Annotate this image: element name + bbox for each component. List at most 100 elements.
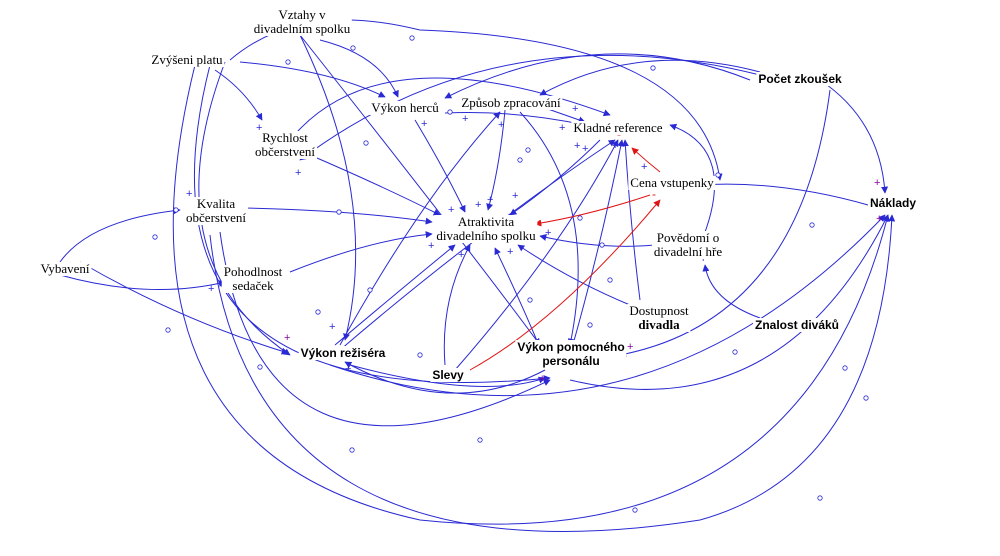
node-vybaveni[interactable]: Vybavení bbox=[38, 262, 92, 276]
plus-sign: + bbox=[512, 190, 518, 202]
link-midpoint-dot bbox=[525, 147, 531, 153]
plus-sign-emph: + bbox=[539, 373, 545, 385]
link-pocet-personal bbox=[619, 89, 831, 358]
link-vybaveni-pohodlnost bbox=[59, 274, 226, 290]
link-midpoint-dot bbox=[363, 140, 369, 146]
link-midpoint-dot bbox=[817, 495, 823, 501]
node-label: občerstvení bbox=[255, 144, 315, 159]
node-label: Znalost diváků bbox=[754, 318, 840, 332]
minus-sign: - bbox=[652, 187, 656, 201]
link-povedomi-kladne bbox=[669, 123, 715, 246]
plus-sign: + bbox=[208, 283, 214, 295]
node-label: divadelní hře bbox=[653, 244, 723, 259]
link-zvyseni-rychlost bbox=[214, 69, 263, 121]
link-vztahy-rezisera bbox=[299, 34, 357, 341]
link-vztahy-hercu bbox=[319, 39, 399, 98]
link-pocet-hercu bbox=[444, 53, 751, 99]
node-pohodlnost-sedacek[interactable]: Pohodlnost sedaček bbox=[221, 265, 285, 293]
node-label: Způsob zpracování bbox=[461, 95, 561, 110]
node-label: Kladné reference bbox=[573, 120, 663, 135]
node-povedomi[interactable]: Povědomí o divadelní hře bbox=[651, 230, 725, 259]
link-midpoint-dot bbox=[257, 364, 263, 370]
link-kvalita-atraktivita bbox=[244, 207, 433, 225]
link-personal-naklady bbox=[569, 214, 889, 390]
node-slevy[interactable]: Slevy bbox=[430, 368, 466, 382]
link-rychlost-kladne bbox=[289, 77, 611, 141]
link-kvalita-naklady bbox=[209, 214, 896, 532]
link-zvyseni-naklady bbox=[172, 64, 890, 525]
link-midpoint-dot bbox=[632, 507, 638, 513]
plus-sign: + bbox=[421, 118, 427, 130]
link-zpusob-atraktivita bbox=[486, 109, 506, 211]
link-rezisera-naklady bbox=[329, 214, 886, 397]
node-label: Atraktivita bbox=[457, 214, 515, 229]
link-rezisera-personal bbox=[349, 364, 546, 387]
node-label: Zvýšeni platu bbox=[151, 52, 223, 67]
link-midpoint-dot bbox=[165, 327, 171, 333]
link-midpoint-dot bbox=[173, 207, 179, 213]
node-cena-vstupenky[interactable]: Cena vstupenky bbox=[628, 176, 716, 190]
node-vykon-hercu[interactable]: Výkon herců bbox=[369, 101, 441, 115]
link-kvalita-personal bbox=[219, 231, 551, 427]
link-vybaveni-kvalita bbox=[59, 207, 181, 263]
plus-sign: + bbox=[345, 363, 351, 375]
node-pocet-zkousek[interactable]: Počet zkoušek bbox=[756, 72, 844, 86]
node-kvalita-obcerstveni[interactable]: Kvalita občerstvení bbox=[184, 197, 248, 225]
link-vykon-hercu-atraktivita bbox=[414, 119, 466, 213]
node-atraktivita[interactable]: Atraktivita divadelního spolku bbox=[434, 214, 538, 243]
link-naklady-cena bbox=[699, 181, 869, 206]
node-zpusob-zpracovani[interactable]: Způsob zpracování bbox=[459, 95, 563, 110]
link-rezisera-atraktivita bbox=[334, 244, 456, 346]
link-vybaveni-rezisera bbox=[79, 261, 289, 355]
node-vykon-personalu[interactable]: Výkon pomocného personálu bbox=[515, 340, 627, 368]
link-midpoint-dot bbox=[599, 242, 605, 248]
link-personal-atraktivita bbox=[494, 247, 541, 349]
node-znalost-divaku[interactable]: Znalost diváků bbox=[752, 318, 842, 332]
node-label: občerstvení bbox=[186, 210, 246, 225]
link-slevy-cena bbox=[469, 199, 661, 371]
link-midpoint-dot bbox=[527, 297, 533, 303]
plus-sign: + bbox=[428, 240, 434, 252]
link-slevy-kladne bbox=[454, 139, 619, 371]
node-label: Kvalita bbox=[196, 196, 236, 211]
plus-sign: + bbox=[458, 249, 464, 261]
link-midpoint-dot bbox=[285, 59, 291, 65]
link-midpoint-dot bbox=[650, 65, 656, 71]
link-zpusob-personal bbox=[519, 111, 579, 346]
node-rychlost-obcerstveni[interactable]: Rychlost občerstvení bbox=[253, 131, 317, 159]
node-kladne-reference[interactable]: Kladné reference bbox=[571, 120, 665, 135]
plus-sign: + bbox=[487, 194, 493, 206]
link-dostupnost-atraktivita bbox=[517, 244, 631, 306]
link-midpoint-dot bbox=[409, 35, 415, 41]
link-pocet-naklady bbox=[819, 79, 889, 194]
link-midpoint-dot bbox=[447, 109, 453, 115]
plus-sign: + bbox=[329, 321, 335, 333]
node-label: Výkon herců bbox=[371, 100, 439, 115]
plus-sign: + bbox=[612, 140, 618, 152]
link-midpoint-dot bbox=[477, 437, 483, 443]
node-label: divadelním spolku bbox=[253, 21, 351, 36]
node-label: personálu bbox=[542, 354, 600, 368]
plus-sign: + bbox=[186, 188, 192, 200]
link-cena-kladne bbox=[631, 147, 661, 173]
link-midpoint-dot bbox=[715, 172, 721, 178]
link-midpoint-dot bbox=[607, 277, 613, 283]
link-midpoint-dot bbox=[336, 209, 342, 215]
node-label: Povědomí o bbox=[656, 230, 720, 245]
node-dostupnost-divadla[interactable]: Dostupnost divadla bbox=[627, 304, 691, 332]
link-pocet-rychlost bbox=[299, 54, 761, 161]
node-vztahy[interactable]: Vztahy v divadelním spolku bbox=[251, 8, 353, 36]
node-naklady[interactable]: Náklady bbox=[867, 196, 919, 210]
link-rychlost-atraktivita bbox=[309, 154, 441, 216]
node-vykon-rezisera[interactable]: Výkon režiséra bbox=[298, 346, 388, 360]
plus-sign: + bbox=[700, 253, 706, 265]
plus-sign: + bbox=[572, 103, 578, 115]
plus-sign: + bbox=[582, 143, 588, 155]
link-personal-kladne bbox=[569, 139, 625, 356]
node-zvyseni-platu[interactable]: Zvýšeni platu bbox=[149, 52, 225, 67]
link-midpoint-dot bbox=[349, 447, 355, 453]
link-midpoint-dot bbox=[863, 395, 869, 401]
link-rezisera-kladne bbox=[339, 139, 616, 351]
